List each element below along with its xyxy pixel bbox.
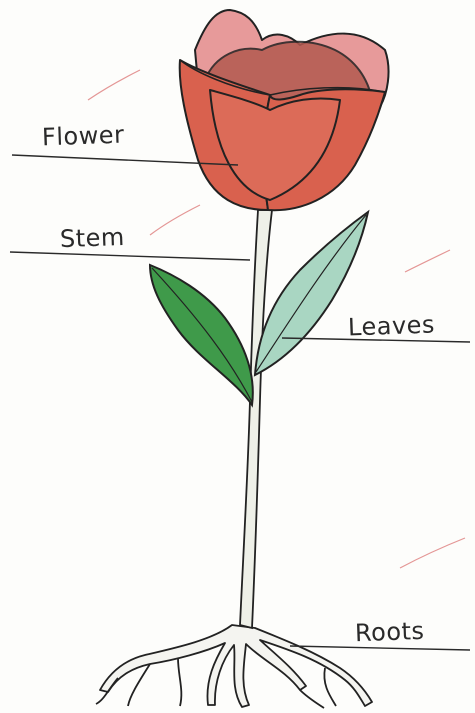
right-leaf <box>255 212 368 375</box>
label-stem: Stem <box>60 223 126 253</box>
label-leaves: Leaves <box>348 310 436 341</box>
flower <box>180 10 389 210</box>
stem <box>240 210 272 628</box>
label-flower: Flower <box>42 121 125 152</box>
left-leaf <box>150 265 253 405</box>
roots <box>96 625 372 708</box>
label-roots: Roots <box>355 617 425 647</box>
